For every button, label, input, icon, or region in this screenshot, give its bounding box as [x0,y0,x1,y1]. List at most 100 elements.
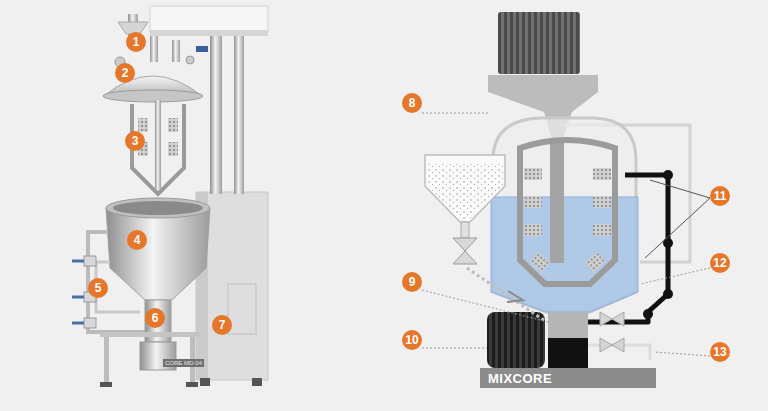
callout-disc [710,342,730,362]
leader-line [654,352,710,356]
callout-circle: 9 [402,272,422,292]
leader-line [422,290,548,322]
foot [252,378,262,386]
callout-number: 2 [115,63,135,83]
leader-line [422,113,490,114]
callout-circle: 3 [125,131,145,151]
callout-circle: 8 [402,93,422,113]
base-frame [100,332,200,337]
callout-number: 13 [710,342,730,362]
callout-number: 10 [402,330,422,350]
valve [84,256,96,266]
lid-fitting [172,40,180,62]
callout-circle: 4 [127,230,147,250]
callout-disc [125,131,145,151]
valve [600,312,624,326]
powder-hopper [425,155,505,222]
callout-disc [402,272,422,292]
valve-handle [72,296,84,299]
callout-circle: 11 [710,186,730,206]
callout-circle: 7 [212,315,232,335]
callout-circle: 5 [88,278,108,298]
valve [453,238,477,251]
callout-number: 7 [212,315,232,335]
scraper-blade [138,118,148,132]
lid-flange [103,90,203,102]
leader-line [645,198,710,258]
callout-disc [115,63,135,83]
scraper-blade [524,224,542,236]
callout-number: 5 [88,278,108,298]
valve [600,338,624,352]
valve [453,251,477,264]
scraper-blade [593,224,611,236]
callout-disc [88,278,108,298]
callout-disc [212,315,232,335]
callout-disc [710,253,730,273]
callout-disc [145,308,165,328]
scraper-blade [585,252,605,271]
valve [84,318,96,328]
hopper-outlet [461,222,469,238]
callout-circle: 10 [402,330,422,350]
vessel-opening [113,201,203,215]
scraper-blade [593,196,611,208]
callout-circle: 12 [710,253,730,273]
pipe-joint [643,309,653,319]
lid-fitting [150,36,158,62]
callout-disc [127,230,147,250]
callout-number: 6 [145,308,165,328]
scraper-blade [530,252,550,271]
vessel-rim [106,198,210,218]
scraper-blade [524,168,542,180]
leader-line [650,180,710,198]
scraper-blade [168,142,178,156]
callout-number: 4 [127,230,147,250]
powder-feed-line [467,268,545,321]
vessel-body [106,208,210,300]
handle [196,46,208,52]
leader-line [640,268,710,284]
homogenizer-motor [487,312,545,368]
leader-line [422,348,487,349]
powder [427,164,503,220]
gauge [186,56,194,64]
callout-disc [402,330,422,350]
callout-number: 12 [710,253,730,273]
scraper-blade [593,168,611,180]
callout-number: 8 [402,93,422,113]
lift-column [210,34,222,194]
foot [100,382,112,387]
agitator-frame [520,140,615,284]
valve-handle [72,322,84,325]
feed-funnel [118,22,148,34]
callout-disc [402,93,422,113]
foot [186,382,198,387]
callout-disc [126,32,146,52]
callout-number: 1 [126,32,146,52]
scraper-blade [168,118,178,132]
scraper-blade [524,196,542,208]
callout-number: 3 [125,131,145,151]
valve-handle [72,260,84,263]
homogenizer-head [548,312,588,338]
flow-arrow [507,291,523,302]
lift-column [234,34,244,194]
agitator-motor [498,12,580,74]
callout-circle: 2 [115,63,135,83]
top-beam-edge [150,30,268,36]
model-plate-text: CORE MD-04 [163,359,204,367]
pipe-joint [663,170,673,180]
callout-circle: 1 [126,32,146,52]
foot [200,378,210,386]
brand-name: MIXCORE [480,368,656,388]
pipe-joint [663,289,673,299]
callout-number: 9 [402,272,422,292]
leg [104,337,109,383]
agitator-shaft [155,100,161,190]
agitator-shaft [550,138,564,263]
callout-number: 11 [710,186,730,206]
